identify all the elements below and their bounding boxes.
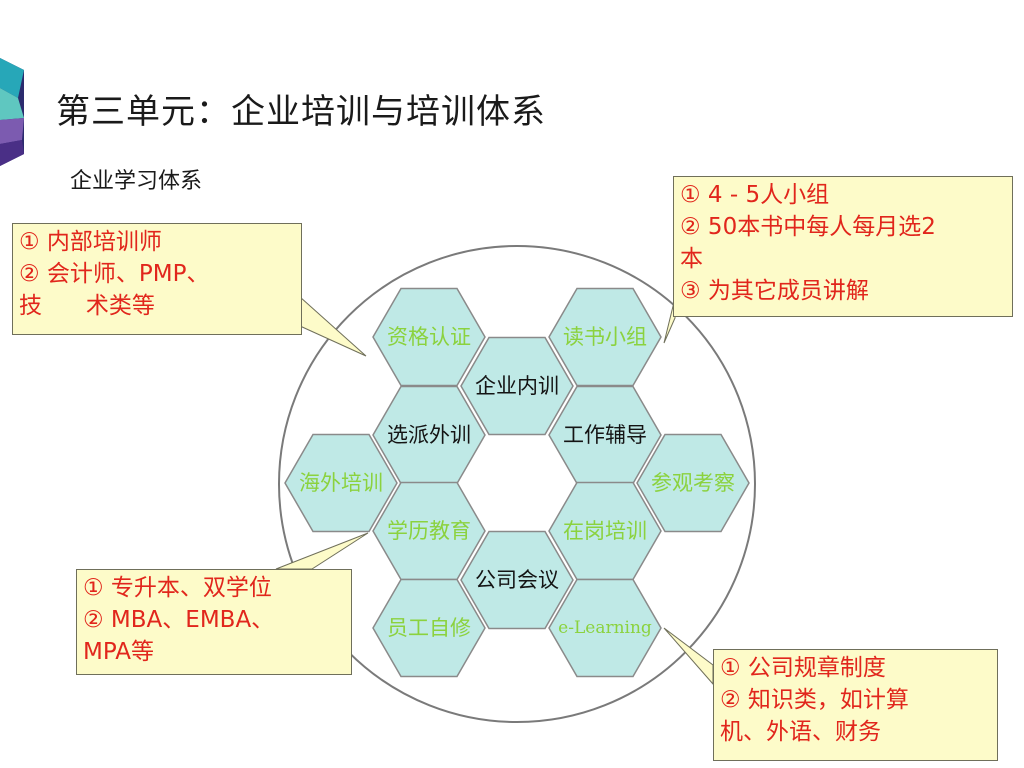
outer-circle	[278, 245, 756, 723]
callout-line: ② 知识类，如计算	[720, 687, 909, 713]
callout-line: MPA等	[83, 639, 154, 665]
callout-elearning: ① 公司规章制度 ② 知识类，如计算 机、外语、财务	[713, 649, 998, 761]
hexagon-canguan	[636, 433, 750, 533]
hexagon-label-elearning: e-Learning	[558, 618, 652, 638]
callout-line: ② MBA、EMBA、	[83, 607, 275, 633]
pointer-elearning	[663, 627, 714, 686]
hexagon-qiye	[460, 336, 574, 436]
hexagon-label-yuangong: 员工自修	[387, 616, 471, 640]
callout-line: ① 公司规章制度	[720, 655, 886, 681]
hexagon-label-gongsi: 公司会议	[475, 568, 559, 592]
hexagon-dushu	[548, 287, 662, 387]
hexagon-label-xueli: 学历教育	[387, 519, 471, 543]
hexagon-label-zaigang: 在岗培训	[563, 519, 647, 543]
callout-line: 本	[680, 246, 703, 272]
hexagon-elearning	[548, 578, 662, 678]
page-subtitle: 企业学习体系	[70, 169, 203, 194]
hexagon-label-canguan: 参观考察	[651, 471, 735, 495]
callout-line: ② 会计师、PMP、	[19, 261, 210, 287]
hexagon-label-zige: 资格认证	[387, 325, 471, 349]
hexagon-haiwai	[284, 433, 398, 533]
callout-line: ③ 为其它成员讲解	[680, 278, 869, 304]
hexagon-label-haiwai: 海外培训	[299, 471, 383, 495]
callout-line: ② 50本书中每人每月选2	[680, 214, 936, 240]
pointer-internal-trainer	[299, 295, 367, 357]
hexagon-label-dushu: 读书小组	[563, 325, 647, 349]
page-title: 第三单元：企业培训与培训体系	[56, 92, 546, 132]
callout-line: 机、外语、财务	[720, 719, 881, 745]
callout-line: ① 内部培训师	[19, 229, 162, 255]
callout-line: 技 术类等	[19, 293, 155, 319]
hexagon-gongsi	[460, 530, 574, 630]
callout-degree-education: ① 专升本、双学位 ② MBA、EMBA、 MPA等	[76, 569, 352, 675]
hexagon-zige	[372, 287, 486, 387]
pointer-degree-education	[275, 532, 369, 570]
hexagon-yuangong	[372, 578, 486, 678]
corner-decoration	[0, 58, 24, 166]
callout-line: ① 专升本、双学位	[83, 575, 272, 601]
hexagon-label-qiye: 企业内训	[475, 374, 559, 398]
hexagon-label-gongzuo: 工作辅导	[563, 423, 647, 447]
hexagon-label-xuanpai: 选派外训	[387, 423, 471, 447]
callout-reading-group: ① 4 - 5人小组 ② 50本书中每人每月选2 本 ③ 为其它成员讲解	[673, 176, 1013, 317]
callout-line: ① 4 - 5人小组	[680, 182, 830, 208]
callout-internal-trainer: ① 内部培训师 ② 会计师、PMP、 技 术类等	[12, 223, 302, 335]
